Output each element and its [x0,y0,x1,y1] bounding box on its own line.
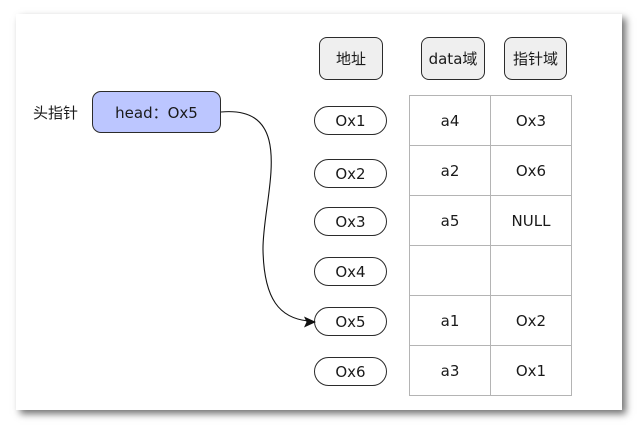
address-header: 地址 [319,37,383,80]
address-node-1: Ox1 [314,106,387,135]
table-row: a5 NULL [409,195,572,246]
memory-table: a4 Ox3 a2 Ox6 a5 NULL a1 Ox2 a3 Ox1 [409,95,572,396]
data-cell: a2 [409,145,491,196]
head-pointer-box: head：Ox5 [92,91,221,133]
pointer-cell: Ox2 [490,295,572,346]
data-cell: a5 [409,195,491,246]
pointer-field-header: 指针域 [504,37,567,80]
pointer-cell: Ox6 [490,145,572,196]
address-node-4: Ox4 [314,257,387,286]
address-node-3: Ox3 [314,207,387,236]
head-pointer-label: 头指针 [33,104,79,122]
data-field-header: data域 [421,37,485,80]
pointer-cell [490,245,572,296]
address-node-6: Ox6 [314,357,387,386]
table-row: a3 Ox1 [409,345,572,396]
data-cell: a4 [409,95,491,146]
table-row: a4 Ox3 [409,95,572,146]
table-row: a1 Ox2 [409,295,572,346]
address-node-5: Ox5 [314,307,387,336]
table-row: a2 Ox6 [409,145,572,196]
pointer-cell: Ox3 [490,95,572,146]
data-cell: a1 [409,295,491,346]
table-row [409,245,572,296]
pointer-cell: Ox1 [490,345,572,396]
address-node-2: Ox2 [314,159,387,188]
pointer-cell: NULL [490,195,572,246]
data-cell [409,245,491,296]
data-cell: a3 [409,345,491,396]
